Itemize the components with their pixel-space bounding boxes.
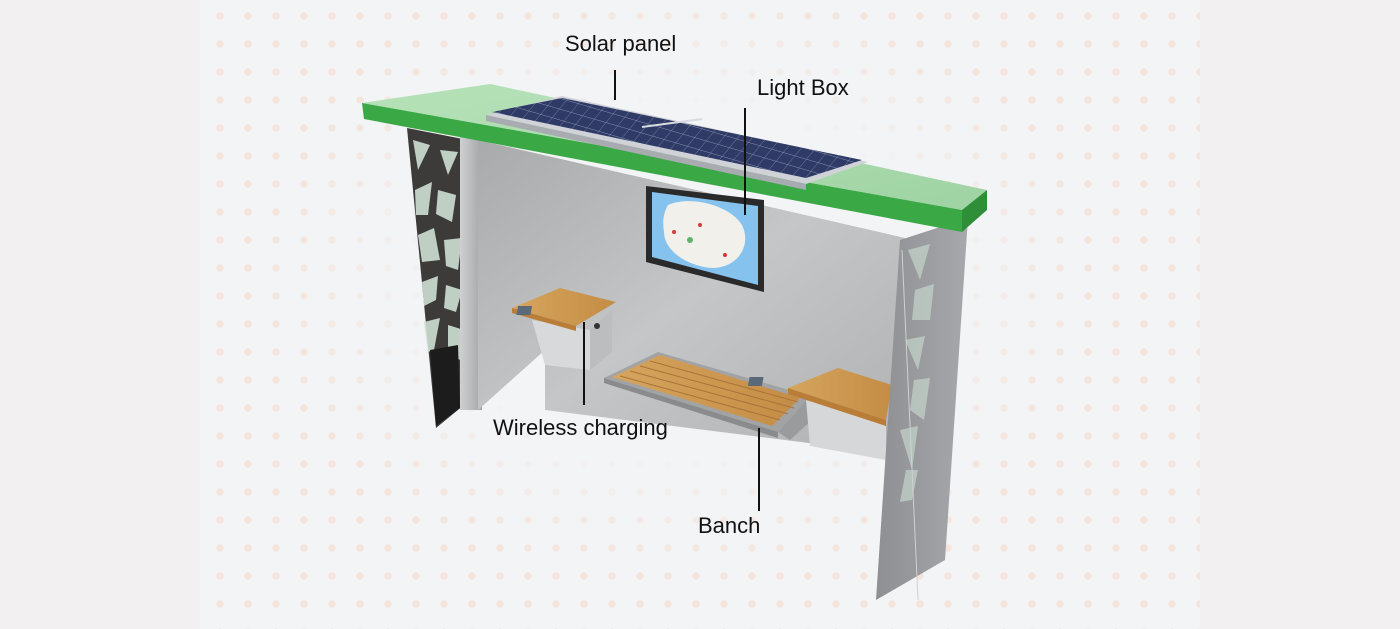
left-charging-seat [512, 288, 616, 370]
callout-light-box: Light Box [757, 75, 849, 100]
leader-line-solar-panel [614, 70, 616, 100]
leader-line-wireless-charging [583, 322, 585, 405]
callout-bench: Banch [698, 513, 761, 538]
left-post [460, 135, 482, 410]
leader-line-light-box [744, 108, 746, 215]
light-box [646, 186, 764, 292]
callout-solar-panel: Solar panel [565, 31, 677, 56]
right-charging-seat [747, 368, 892, 460]
back-wall [478, 140, 905, 455]
leader-line-bench [758, 428, 760, 511]
left-lattice-panel [407, 128, 470, 428]
callout-wireless-charging: Wireless charging [493, 415, 668, 440]
right-lattice-panel [876, 218, 968, 601]
solar-panel [486, 96, 868, 190]
bench [604, 352, 812, 440]
